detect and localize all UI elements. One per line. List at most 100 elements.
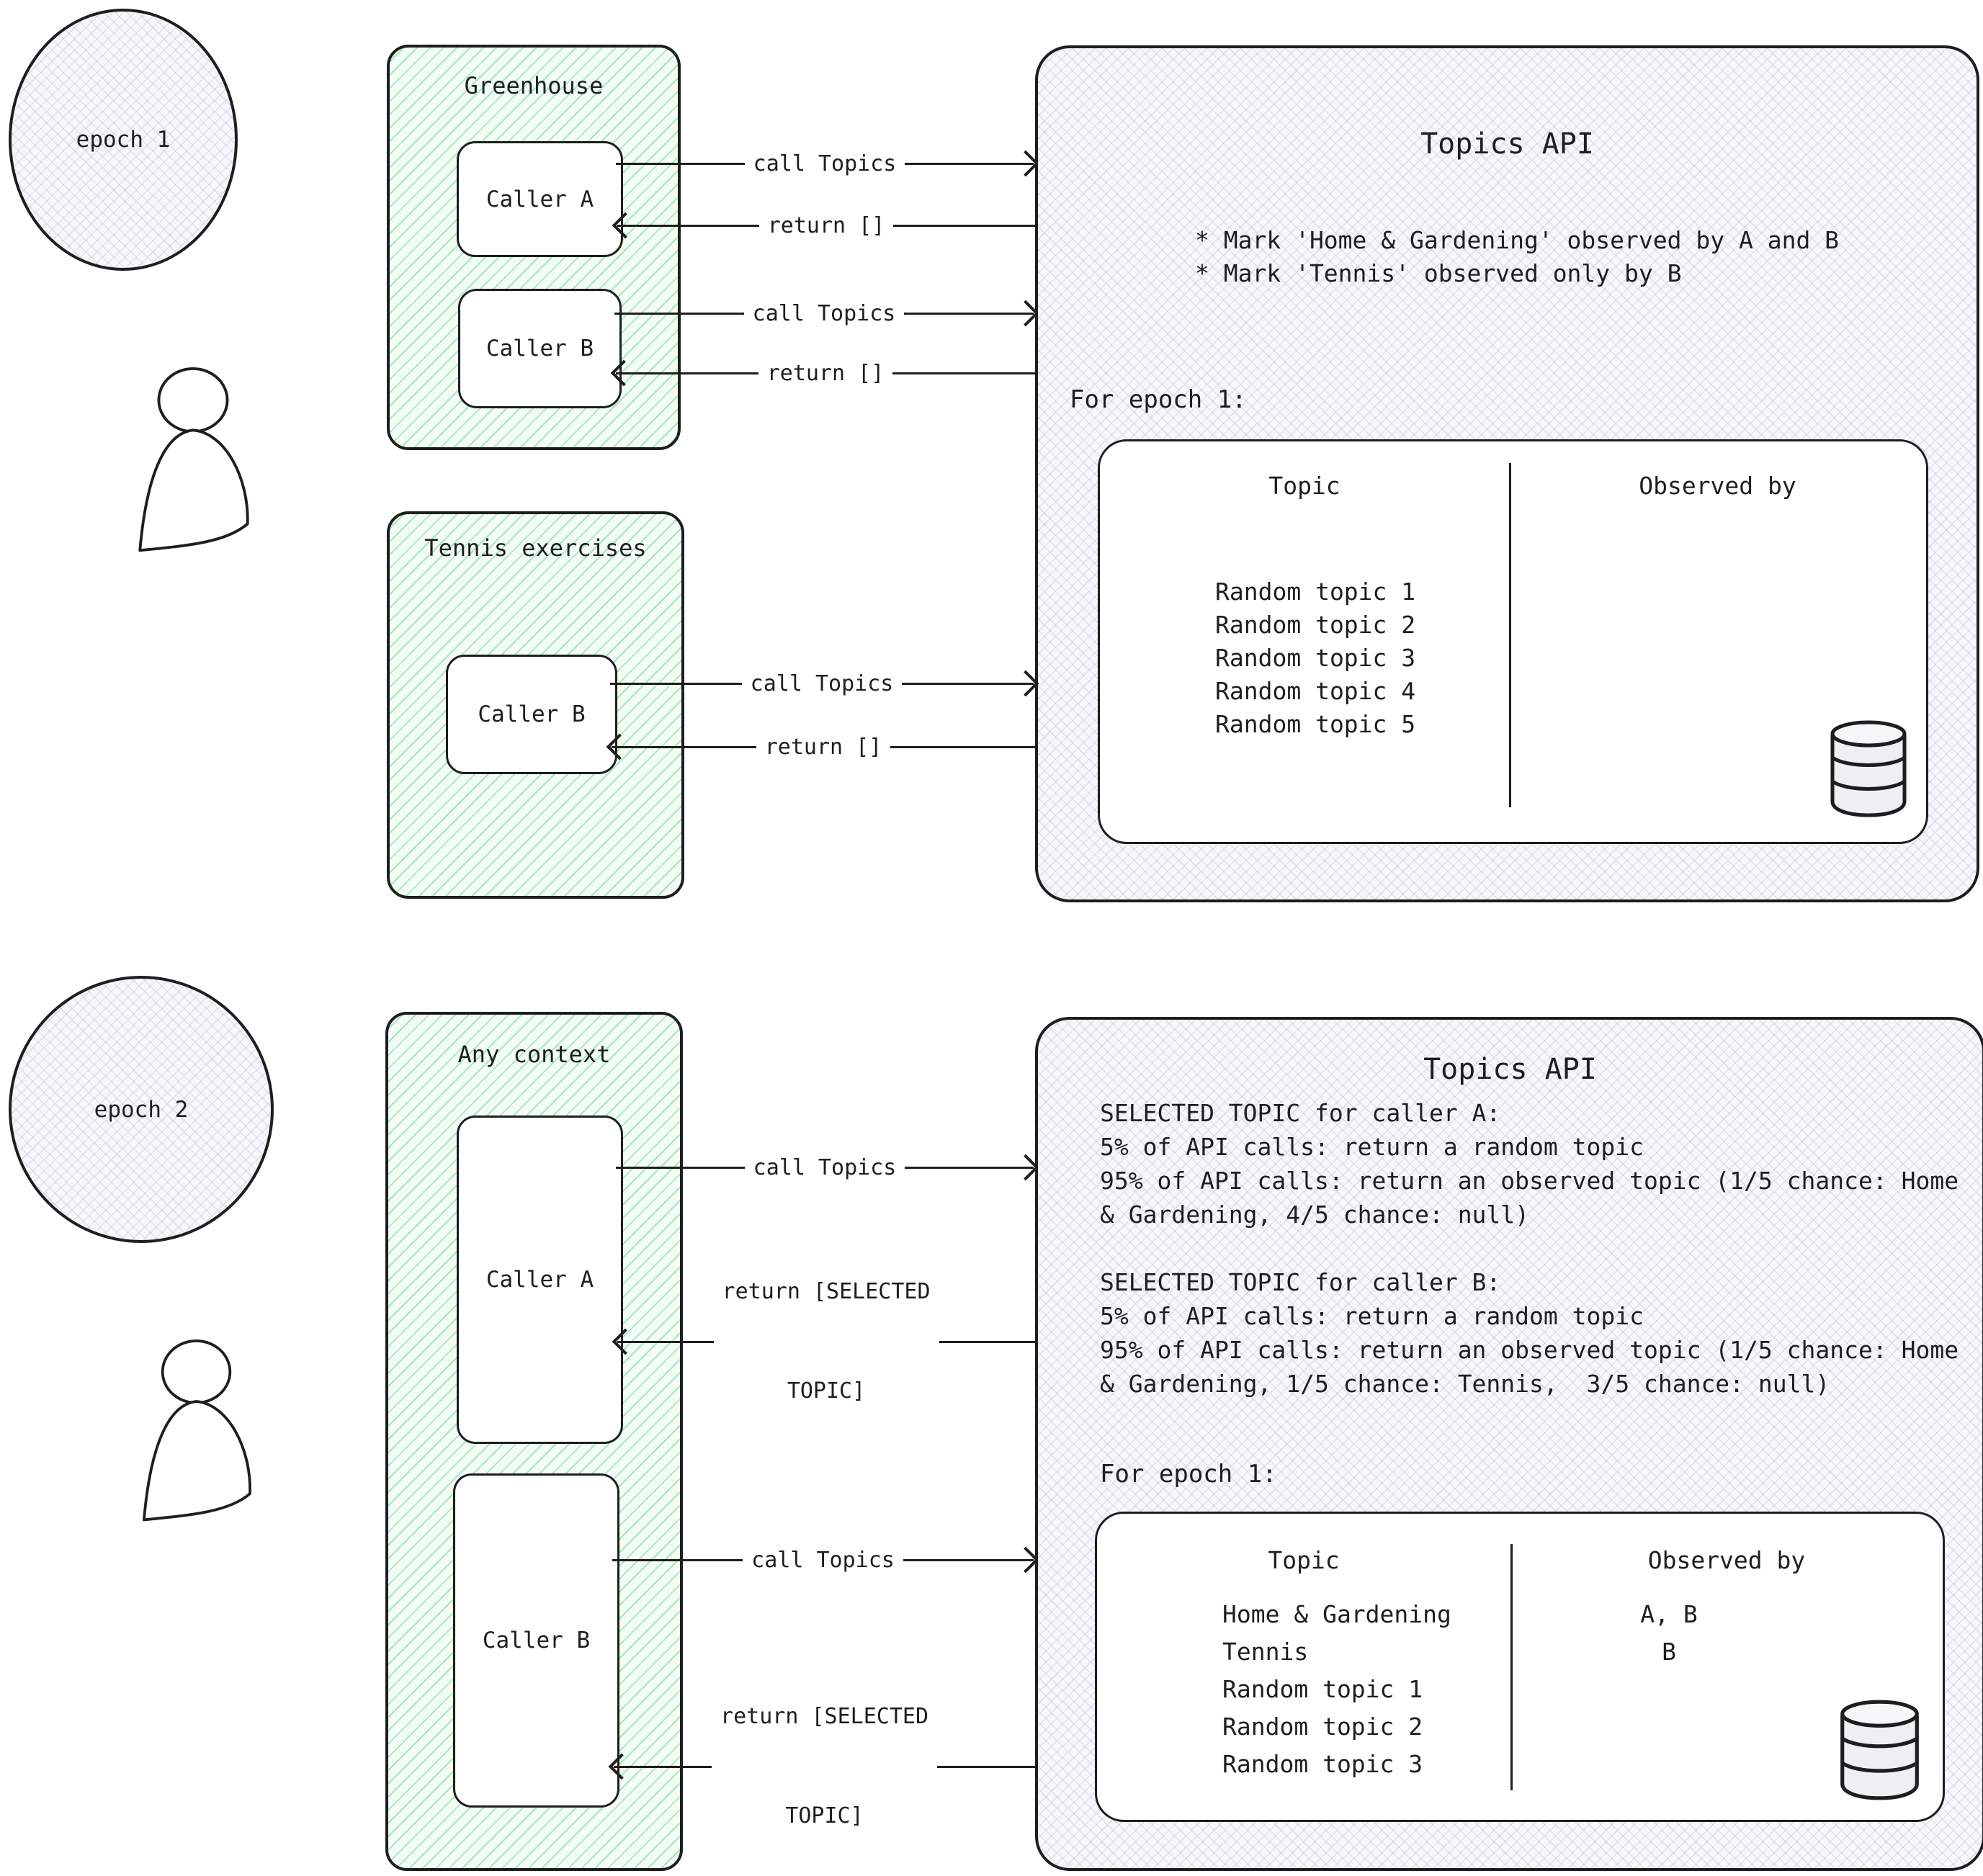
arrow-line xyxy=(614,1765,712,1768)
column-header-topic: Topic xyxy=(1268,472,1340,500)
arrow-label: call Topics xyxy=(753,1154,897,1180)
arrow-line xyxy=(939,1340,1036,1343)
table-row: Random topic 3 xyxy=(1215,644,1416,672)
table-row: Random topic 4 xyxy=(1215,677,1416,705)
topics-table-epoch1: Topic Observed by Random topic 1 Random … xyxy=(1098,439,1928,844)
greenhouse-box: Greenhouse Caller A Caller B xyxy=(387,45,681,450)
table-row: Random topic 5 xyxy=(1215,710,1416,738)
topics-table-epoch2: Topic Observed by Home & Gardening Tenni… xyxy=(1095,1512,1945,1822)
table-row: Random topic 2 xyxy=(1215,611,1416,639)
topics-api-box-epoch2: Topics API SELECTED TOPIC for caller A: … xyxy=(1035,1017,1983,1871)
topics-api-box-epoch1: Topics API * Mark 'Home & Gardening' obs… xyxy=(1035,45,1979,902)
arrow-return-empty-tennis-caller-b: return [] xyxy=(606,731,1035,763)
arrow-label: return [] xyxy=(766,360,885,386)
caller-b-label: Caller B xyxy=(482,1628,591,1653)
epoch2-label: epoch 2 xyxy=(94,1096,189,1123)
arrow-label: return [SELECTED TOPIC] xyxy=(720,1704,928,1828)
rule-line xyxy=(1100,1234,1968,1268)
rule-line: & Gardening, 4/5 chance: null) xyxy=(1100,1200,1530,1229)
table-row: Random topic 3 xyxy=(1222,1750,1423,1778)
table-row: Home & Gardening xyxy=(1222,1600,1451,1628)
arrow-line xyxy=(614,312,744,315)
api-note: * Mark 'Home & Gardening' observed by A … xyxy=(1195,226,1840,254)
tennis-exercises-title: Tennis exercises xyxy=(424,534,647,562)
arrowhead-left-icon xyxy=(608,1753,635,1780)
caller-b-box-any-context: Caller B xyxy=(453,1473,619,1808)
rule-line: & Gardening, 1/5 chance: Tennis, 3/5 cha… xyxy=(1100,1370,1830,1398)
table-row: Random topic 1 xyxy=(1215,578,1416,606)
observed-by-value: A, B xyxy=(1640,1600,1698,1628)
arrow-line xyxy=(903,1558,1034,1561)
api-note: * Mark 'Tennis' observed only by B xyxy=(1195,259,1682,287)
arrow-line xyxy=(616,162,745,165)
arrow-call-topics-caller-b-epoch2: call Topics xyxy=(612,1544,1039,1576)
arrow-line xyxy=(612,745,756,748)
rule-line: 5% of API calls: return a random topic xyxy=(1100,1133,1644,1161)
epoch-heading: For epoch 1: xyxy=(1070,385,1247,414)
arrowhead-left-icon xyxy=(612,212,639,239)
arrow-line xyxy=(617,224,759,227)
caller-a-box-any-context: Caller A xyxy=(457,1116,623,1444)
selection-rules: SELECTED TOPIC for caller A: 5% of API c… xyxy=(1100,1099,1968,1404)
caller-b-label: Caller B xyxy=(485,336,594,362)
epoch2-circle: epoch 2 xyxy=(9,976,274,1243)
rule-line: 95% of API calls: return an observed top… xyxy=(1100,1336,1959,1364)
caller-a-label: Caller A xyxy=(485,186,594,212)
epoch-heading: For epoch 1: xyxy=(1100,1460,1277,1489)
arrow-return-selected-topic-caller-b: return [SELECTED TOPIC] xyxy=(608,1704,1036,1828)
table-row: Random topic 2 xyxy=(1222,1713,1423,1741)
arrow-line xyxy=(610,682,742,685)
caller-b-box-tennis: Caller B xyxy=(446,655,617,774)
database-icon xyxy=(1830,720,1907,817)
tennis-exercises-box: Tennis exercises Caller B xyxy=(387,511,684,899)
arrow-line xyxy=(616,372,758,374)
arrow-call-topics-caller-a-epoch2: call Topics xyxy=(616,1152,1039,1183)
person-icon xyxy=(138,367,249,552)
rule-line: SELECTED TOPIC for caller B: xyxy=(1100,1268,1501,1296)
column-header-topic: Topic xyxy=(1268,1546,1340,1574)
table-divider xyxy=(1509,463,1511,807)
arrow-call-topics-caller-b: call Topics xyxy=(614,297,1039,329)
arrow-label: call Topics xyxy=(753,151,897,176)
rule-line: 95% of API calls: return an observed top… xyxy=(1100,1167,1959,1195)
arrow-line xyxy=(612,1558,743,1561)
arrow-return-empty-caller-b: return [] xyxy=(610,357,1035,389)
arrow-line xyxy=(617,1340,714,1343)
arrow-label: call Topics xyxy=(751,1547,895,1573)
arrow-line xyxy=(905,162,1034,165)
arrow-line xyxy=(902,682,1034,685)
table-row: Tennis xyxy=(1222,1638,1309,1666)
rule-line: 5% of API calls: return a random topic xyxy=(1100,1302,1644,1330)
arrow-line xyxy=(616,1166,745,1169)
arrow-return-empty-caller-a: return [] xyxy=(612,210,1035,241)
arrow-line xyxy=(893,224,1035,227)
arrow-label: return [] xyxy=(767,212,885,238)
arrow-line xyxy=(937,1765,1036,1768)
table-row: Random topic 1 xyxy=(1222,1675,1423,1703)
observed-by-value: B xyxy=(1662,1638,1676,1666)
caller-b-label: Caller B xyxy=(478,701,586,727)
person-icon xyxy=(142,1339,251,1522)
column-header-observed-by: Observed by xyxy=(1639,472,1796,500)
arrow-line xyxy=(890,745,1035,748)
arrow-line xyxy=(905,1166,1034,1169)
arrow-label: return [] xyxy=(764,734,882,760)
arrow-label: return [SELECTED TOPIC] xyxy=(722,1279,931,1404)
epoch1-circle: epoch 1 xyxy=(9,9,238,271)
table-divider xyxy=(1510,1544,1513,1790)
any-context-title: Any context xyxy=(457,1041,611,1068)
arrow-label: call Topics xyxy=(750,670,894,696)
arrow-call-topics-tennis-caller-b: call Topics xyxy=(610,668,1039,699)
arrow-line xyxy=(904,312,1034,315)
epoch1-label: epoch 1 xyxy=(76,127,171,153)
any-context-box: Any context Caller A Caller B xyxy=(385,1012,683,1871)
rule-line: SELECTED TOPIC for caller A: xyxy=(1100,1099,1501,1127)
arrowhead-right-icon xyxy=(1012,670,1039,697)
arrow-line xyxy=(892,372,1035,374)
topics-api-title: Topics API xyxy=(1423,1053,1597,1086)
arrowhead-left-icon xyxy=(606,733,633,760)
arrowhead-left-icon xyxy=(612,1328,639,1355)
arrow-return-selected-topic-caller-a: return [SELECTED TOPIC] xyxy=(612,1279,1036,1404)
caller-a-box-greenhouse: Caller A xyxy=(457,141,623,257)
